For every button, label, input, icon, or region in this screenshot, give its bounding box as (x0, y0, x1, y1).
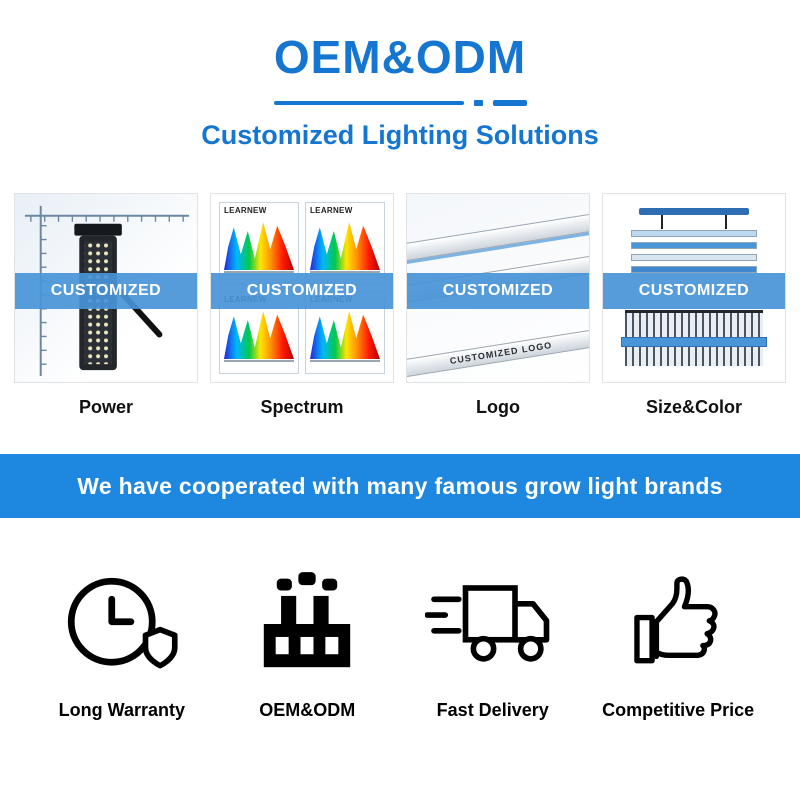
spectrum-curve (224, 311, 294, 359)
light-bar (407, 210, 589, 264)
brand-label: LEARNEW (224, 206, 267, 215)
cooperation-banner: We have cooperated with many famous grow… (0, 454, 800, 518)
spectrum-curve (310, 311, 380, 359)
card-power-label: Power (78, 397, 134, 417)
card-power-image: CUSTOMIZED (14, 193, 198, 383)
card-spectrum-image: LEARNEW LEARNEW LEARNEW (210, 193, 394, 383)
customized-overlay: CUSTOMIZED (603, 272, 785, 309)
divider-dot (473, 100, 483, 106)
spectrum-axis (224, 271, 294, 273)
page-subtitle: Customized Lighting Solutions (201, 120, 599, 150)
features-row: Long Warranty OEM&ODM (0, 518, 800, 721)
divider-dash (492, 100, 527, 106)
spectrum-curve (224, 222, 294, 270)
truck-icon (425, 585, 550, 662)
feature-warranty: Long Warranty (34, 570, 210, 721)
fixture-bar (631, 254, 757, 261)
spectrum-sample: LEARNEW (305, 202, 385, 285)
card-spectrum: LEARNEW LEARNEW LEARNEW (210, 193, 394, 418)
card-size-color-label: Size&Color (645, 397, 742, 417)
card-power: CUSTOMIZED Power (14, 193, 198, 418)
spectrum-sample: LEARNEW (219, 202, 299, 285)
spectrum-axis (224, 360, 294, 362)
custom-logo-text: CUSTOMIZED LOGO (449, 339, 553, 367)
title-divider (0, 100, 800, 106)
card-logo: CUSTOMIZED LOGO CUSTOMIZED Logo (406, 193, 590, 418)
header: OEM&ODM Customized Lighting Solutions (0, 0, 800, 151)
spectrum-curve (310, 222, 380, 270)
feature-warranty-label: Long Warranty (58, 700, 185, 720)
fixture-bar (631, 266, 757, 273)
feature-price: Competitive Price (590, 570, 766, 721)
thumbs-up-icon (634, 576, 718, 664)
card-logo-label: Logo (476, 397, 520, 417)
fixture-bar (631, 242, 757, 249)
card-logo-image: CUSTOMIZED LOGO CUSTOMIZED (406, 193, 590, 383)
card-spectrum-label: Spectrum (260, 397, 344, 417)
customized-overlay: CUSTOMIZED (15, 272, 197, 309)
feature-oem-odm-label: OEM&ODM (259, 700, 356, 720)
light-bar-with-logo: CUSTOMIZED LOGO (407, 326, 589, 380)
customization-cards: CUSTOMIZED Power LEARNEW LEARNEW (0, 193, 800, 418)
feature-delivery-label: Fast Delivery (436, 700, 549, 720)
card-size-color-image: CUSTOMIZED (602, 193, 786, 383)
spectrum-axis (310, 271, 380, 273)
clock-shield-icon (67, 577, 178, 669)
brand-label: LEARNEW (310, 206, 353, 215)
fixture-bar (631, 230, 757, 237)
folded-fixture (621, 310, 767, 366)
customized-overlay: CUSTOMIZED (211, 272, 393, 309)
divider-line (273, 101, 464, 105)
hanging-wire (661, 215, 663, 229)
feature-price-label: Competitive Price (602, 700, 755, 720)
factory-icon (264, 572, 351, 668)
feature-delivery: Fast Delivery (405, 570, 581, 721)
feature-oem-odm: OEM&ODM (219, 570, 395, 721)
page-title: OEM&ODM (273, 31, 527, 83)
hanging-wire (725, 215, 727, 229)
card-size-color: CUSTOMIZED Size&Color (602, 193, 786, 418)
customized-overlay: CUSTOMIZED (407, 272, 589, 309)
hanger-bar (639, 208, 749, 215)
spectrum-axis (310, 360, 380, 362)
